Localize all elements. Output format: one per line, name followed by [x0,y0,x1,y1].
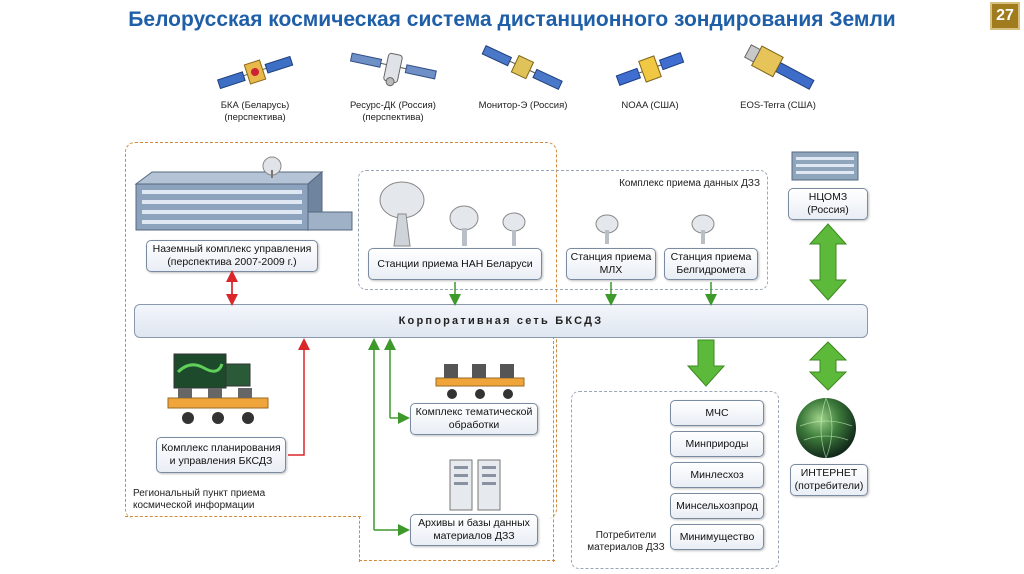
consumer-minselhozprod[interactable]: Минсельхозпрод [670,493,764,519]
satellite-resurs-icon [348,44,438,92]
satellite-noaa-icon [612,46,688,92]
consumer-minprirody[interactable]: Минприроды [670,431,764,457]
mlh-station-box[interactable]: Станция приема МЛХ [566,248,656,280]
belhydromet-station-box[interactable]: Станция приема Белгидромета [664,248,758,280]
ncomz-box[interactable]: НЦОМЗ (Россия) [788,188,868,220]
arrow-ncomz-network [808,223,848,301]
control-building-image [132,156,354,236]
nan-antennas-image [376,178,536,248]
regional-point-caption: Региональный пункт приема космической ин… [133,488,266,511]
reception-complex-boundary [358,170,768,290]
satellite-bka-icon [215,48,295,96]
ground-control-box[interactable]: Наземный комплекс управления (перспектив… [146,240,318,272]
satellite-resurs-label: Ресурс-ДК (Россия) (перспектива) [350,100,436,123]
consumer-mchs[interactable]: МЧС [670,400,764,426]
slide-number-badge: 27 [990,2,1020,30]
reception-complex-caption: Комплекс приема данных ДЗЗ [619,178,760,189]
regional-point-boundary-bottom [125,516,361,519]
satellite-noaa-label: NOAA (США) [621,100,679,111]
satellite-bka-label: БКА (Беларусь) (перспектива) [220,100,290,123]
thematic-workstations-image [432,356,528,402]
thematic-processing-box[interactable]: Комплекс тематической обработки [410,403,538,435]
mlh-antenna-icon [592,212,622,244]
regional-point-boundary-right [553,336,556,562]
satellite-eos-terra-label: EOS-Terra (США) [740,100,816,111]
belhydromet-antenna-icon [688,212,718,244]
arrow-planning-to-network [288,338,310,456]
consumer-minimushchestvo[interactable]: Минимущество [670,524,764,550]
planning-complex-box[interactable]: Комплекс планирования и управления БКСДЗ [156,437,286,473]
archive-servers-image [446,456,506,512]
planning-workstations-image [164,352,274,430]
nan-stations-box[interactable]: Станции приема НАН Беларуси [368,248,542,280]
consumer-minleshoz[interactable]: Минлесхоз [670,462,764,488]
internet-box[interactable]: ИНТЕРНЕТ (потребители) [790,464,868,496]
ncomz-building-image [790,148,860,182]
archives-box[interactable]: Архивы и базы данных материалов ДЗЗ [410,514,538,546]
consumers-caption: Потребители материалов ДЗЗ [587,530,665,553]
page-title: Белорусская космическая система дистанци… [128,8,896,31]
satellite-eos-terra-icon [738,42,818,92]
satellite-monitor-icon [478,44,566,92]
corporate-network-bar[interactable]: Корпоративная сеть БКСДЗ [134,304,868,338]
regional-point-boundary-base [359,560,555,563]
consumers-boundary [571,391,779,569]
satellite-monitor-label: Монитор-Э (Россия) [478,100,568,111]
arrow-network-internet [808,341,848,391]
regional-point-boundary-step [359,516,362,562]
arrow-network-to-consumers [686,339,726,387]
globe-icon [794,396,858,460]
